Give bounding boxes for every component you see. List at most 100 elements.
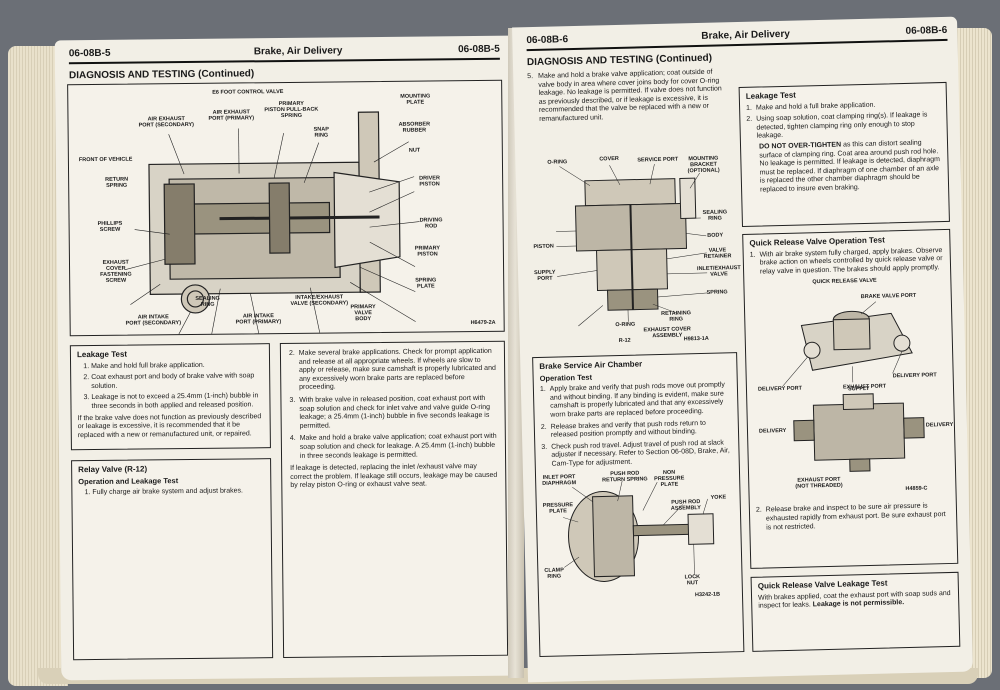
leakage-test-box: Leakage Test Make and hold full brake ap…: [69, 343, 271, 451]
label-spring-plate: SPRING PLATE: [415, 277, 437, 290]
right-page-number-right: 06-08B-6: [905, 24, 948, 37]
label-delivery-port-left: DELIVERY PORT: [757, 385, 803, 394]
label-driving-rod: DRIVING ROD: [419, 217, 443, 230]
foot-control-valve-figure: E6 FOOT CONTROL VALVE: [67, 79, 505, 337]
quick-release-figure: QUICK RELEASE VALVE: [750, 272, 954, 507]
label-snap-ring: SNAP RING: [313, 126, 329, 139]
label-body: BODY: [707, 232, 724, 239]
relay-valve-box: Relay Valve (R-12) Operation and Leakage…: [71, 458, 274, 661]
label-supply: SUPPLY: [847, 386, 870, 393]
chamber-leak-warning: DO NOT OVER-TIGHTEN as this can distort …: [758, 139, 941, 194]
label-delivery-left: DELIVERY: [758, 428, 787, 435]
chamber-step-3: 3.Check push rod travel. Adjust travel o…: [541, 439, 730, 468]
label-front-of-vehicle: FRONT OF VEHICLE: [78, 156, 133, 164]
label-pressure-plate: PRESSURE PLATE: [542, 501, 574, 515]
right-section-title: DIAGNOSIS AND TESTING (Continued): [526, 52, 713, 69]
left-page-number-right: 06-08B-5: [458, 43, 500, 56]
label-primary-valve-body: PRIMARY VALVE BODY: [350, 304, 376, 323]
left-page-number: 06-08B-5: [68, 47, 111, 60]
leakage-note: If the brake valve does not function as …: [77, 412, 262, 439]
qr-leakage-box: Quick Release Valve Leakage Test With br…: [750, 571, 961, 652]
relay-valve-figure: MOUNTING BRACKET (OPTIONAL) COVER SERVIC…: [529, 147, 740, 345]
label-phillips-screw: PHILLIPS SCREW: [97, 220, 123, 233]
label-piston: PISTON: [533, 243, 554, 251]
step-5: 5.Make and hold a brake valve applicatio…: [527, 68, 722, 123]
label-inlet-port: INLET PORT DIAPHRAGM: [542, 473, 577, 487]
label-intake-exhaust-valve: INTAKE/EXHAUST VALVE (SECONDARY): [290, 294, 349, 307]
qr-figure-code: H4859-C: [905, 485, 928, 493]
label-absorber-rubber: ABSORBER RUBBER: [398, 121, 431, 134]
label-push-rod: PUSH ROD ASSEMBLY: [670, 498, 701, 512]
chamber-step-1: 1.Apply brake and verify that push rods …: [539, 381, 725, 419]
label-model: R-12: [618, 337, 631, 345]
chamber-leakage-box: Leakage Test 1.Make and hold a full brak…: [738, 81, 950, 227]
right-page-header: 06-08B-6 Brake, Air Delivery 06-08B-6: [526, 24, 948, 52]
label-exhaust-not-threaded: EXHAUST PORT (NOT THREADED): [795, 477, 843, 491]
quick-release-step-2: 2.Release brake and inspect to be sure a…: [755, 502, 946, 532]
label-push-rod-spring: PUSH ROD RETURN SPRING: [602, 470, 648, 483]
label-spring: SPRING: [706, 289, 728, 296]
label-delivery-right: DELIVERY: [925, 422, 954, 429]
relay-step-2: 2.Make several brake applications. Check…: [288, 347, 496, 392]
left-page: 06-08B-5 Brake, Air Delivery 06-08B-5 DI…: [54, 35, 517, 681]
label-delivery-port-right: DELIVERY PORT: [892, 372, 937, 380]
label-sealing-ring: SEALING RING: [702, 209, 728, 222]
relay-valve-title: Relay Valve (R-12): [78, 464, 148, 475]
leakage-step-3: Leakage is not to exceed a 25.4mm (1-inc…: [91, 393, 263, 412]
label-mounting-plate: MOUNTING PLATE: [400, 93, 431, 106]
chamber-step-2: 2.Release brakes and verify that push ro…: [540, 419, 706, 439]
label-nut: NUT: [408, 147, 421, 154]
left-page-chapter: Brake, Air Delivery: [253, 45, 343, 58]
label-primary-piston-spring: PRIMARY PISTON PULL-BACK SPRING: [264, 100, 319, 120]
brake-chamber-title: Brake Service Air Chamber: [539, 359, 643, 371]
label-lock-nut: LOCK NUT: [684, 573, 701, 586]
air-chamber-figure: INLET PORT DIAPHRAGM PRESSURE PLATE PUSH…: [542, 468, 736, 603]
relay-step-3: 3.With brake valve in released position,…: [289, 394, 491, 430]
label-mounting-bracket: MOUNTING BRACKET (OPTIONAL): [687, 155, 720, 175]
label-clamp-ring: CLAMP RING: [544, 566, 564, 580]
chamber-figure-code: H3242-1B: [694, 591, 721, 598]
relay-valve-subtitle: Operation and Leakage Test: [78, 475, 179, 486]
label-air-intake-primary: AIR INTAKE PORT (PRIMARY): [235, 313, 282, 326]
open-manual: 06-08B-5 Brake, Air Delivery 06-08B-5 DI…: [8, 8, 992, 686]
label-air-exhaust-secondary: AIR EXHAUST PORT (SECONDARY): [138, 116, 195, 129]
label-air-exhaust-primary: AIR EXHAUST PORT (PRIMARY): [208, 109, 255, 122]
label-primary-piston: PRIMARY PISTON: [414, 245, 441, 258]
label-return-spring: RETURN SPRING: [105, 176, 129, 189]
chamber-leak-step-2: 2.Using soap solution, coat clamping rin…: [746, 111, 928, 140]
label-driver-piston: DRIVER PISTON: [419, 175, 440, 188]
leakage-test-title: Leakage Test: [76, 349, 128, 360]
leakage-step-1: Make and hold full brake application.: [91, 361, 263, 371]
right-page-chapter: Brake, Air Delivery: [701, 28, 791, 42]
air-chamber-drawing: [562, 480, 715, 582]
quick-release-box: Quick Release Valve Operation Test 1.Wit…: [742, 228, 959, 569]
relay-valve-drawing: [556, 164, 708, 327]
valve-drawing: [124, 111, 420, 336]
left-page-header: 06-08B-5 Brake, Air Delivery 06-08B-5: [68, 43, 500, 65]
label-supply-port: SUPPLY PORT: [533, 269, 556, 282]
quick-release-drawing: [782, 301, 925, 473]
left-section-title: DIAGNOSIS AND TESTING (Continued): [68, 68, 255, 82]
label-inlet-exhaust-valve: INLET/EXHAUST VALVE: [696, 265, 741, 278]
leakage-step-2: Coat exhaust port and body of brake valv…: [91, 372, 263, 391]
brake-chamber-subtitle: Operation Test: [539, 372, 593, 383]
relay-figure-code: H9813-1A: [683, 335, 709, 343]
brake-chamber-box: Brake Service Air Chamber Operation Test…: [532, 352, 745, 658]
label-retaining-ring: RETAINING RING: [661, 310, 692, 323]
label-non-pressure-plate: NON PRESSURE PLATE: [654, 469, 685, 488]
label-service-port: SERVICE PORT: [637, 156, 679, 164]
label-sealing-ring: SEALING RING: [195, 295, 220, 308]
label-yoke: YOKE: [710, 493, 727, 501]
qr-leakage-text: With brakes applied, coat the exhaust po…: [757, 589, 951, 610]
label-o-ring-top: O-RING: [547, 159, 568, 166]
relay-steps-box: 2.Make several brake applications. Check…: [279, 340, 509, 659]
label-valve-retainer: VALVE RETAINER: [703, 247, 732, 260]
relay-note: If leakage is detected, replacing the in…: [290, 463, 498, 490]
figure-code: H6479-2A: [470, 319, 496, 327]
label-o-ring: O-RING: [615, 321, 636, 329]
relay-step-1: Fully charge air brake system and adjust…: [92, 487, 264, 497]
label-exhaust-cover-screw: EXHAUST COVER FASTENING SCREW: [100, 259, 132, 284]
label-air-intake-secondary: AIR INTAKE PORT (SECONDARY): [125, 314, 182, 327]
right-page-number: 06-08B-6: [526, 34, 569, 47]
right-page: 06-08B-6 Brake, Air Delivery 06-08B-6 DI…: [512, 16, 973, 683]
